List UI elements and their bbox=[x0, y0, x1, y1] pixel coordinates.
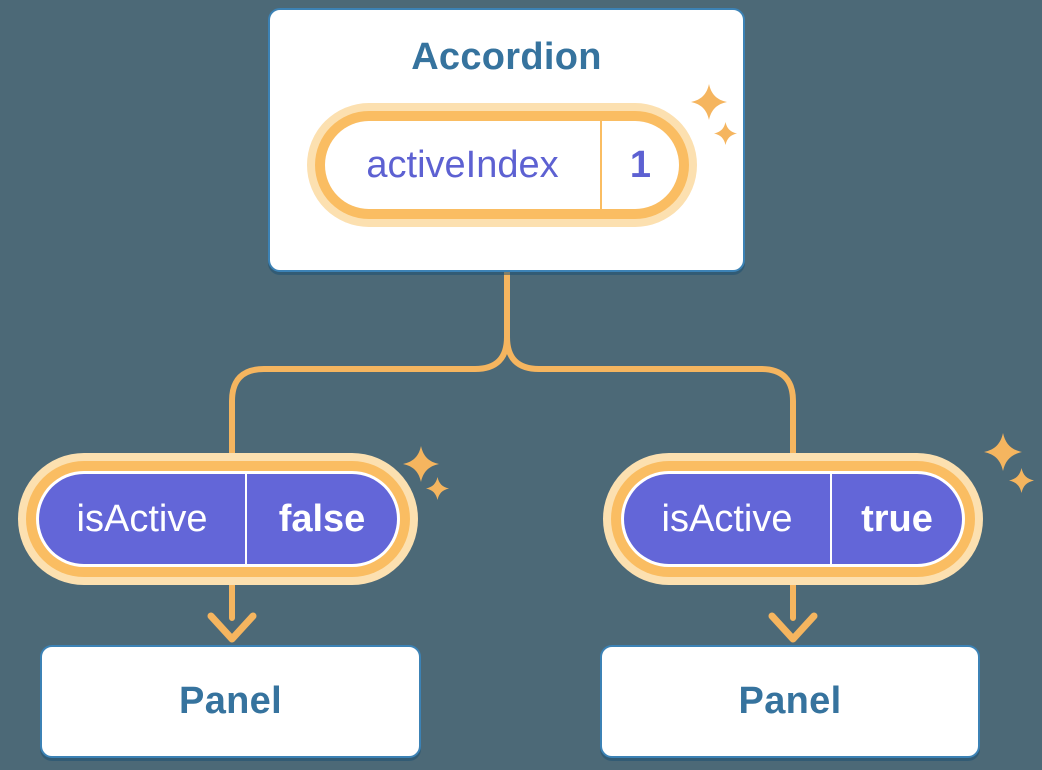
prop-pill-body: isActive false bbox=[39, 474, 397, 564]
arrow-down-right-icon bbox=[768, 612, 818, 643]
panel-title: Panel bbox=[738, 680, 842, 722]
prop-pill-label: isActive bbox=[76, 497, 208, 540]
panel-card-left: Panel bbox=[40, 645, 421, 758]
prop-pill-body: isActive true bbox=[624, 474, 962, 564]
panel-card-right: Panel bbox=[600, 645, 980, 758]
state-pill-activeindex: activeIndex 1 bbox=[307, 103, 697, 227]
sparkle-icon bbox=[403, 446, 439, 482]
pill-divider bbox=[245, 474, 247, 564]
panel-title: Panel bbox=[179, 680, 282, 722]
sparkle-icon bbox=[691, 84, 727, 120]
pill-divider bbox=[830, 474, 832, 564]
state-pill-core: activeIndex 1 bbox=[325, 121, 679, 209]
arrow-down-left-icon bbox=[207, 612, 257, 643]
connector-left-branch bbox=[229, 267, 510, 621]
prop-pill-gap: isActive false bbox=[36, 471, 400, 567]
prop-pill-ring: isActive false bbox=[26, 461, 410, 577]
state-pill-value: 1 bbox=[629, 143, 652, 186]
sparkle-icon bbox=[1009, 468, 1034, 493]
prop-pill-isactive-left: isActive false bbox=[18, 453, 418, 585]
prop-pill-gap: isActive true bbox=[621, 471, 965, 567]
prop-pill-value: true bbox=[861, 497, 933, 540]
sparkle-icon bbox=[426, 477, 449, 500]
prop-pill-ring: isActive true bbox=[611, 461, 975, 577]
connector-right-branch bbox=[504, 267, 796, 621]
prop-pill-label: isActive bbox=[661, 497, 793, 540]
pill-divider bbox=[600, 121, 602, 209]
prop-pill-isactive-right: isActive true bbox=[603, 453, 983, 585]
accordion-card-title: Accordion bbox=[411, 36, 602, 78]
state-pill-label: activeIndex bbox=[366, 143, 559, 186]
state-pill-ring: activeIndex 1 bbox=[315, 111, 689, 219]
sparkle-icon bbox=[984, 433, 1022, 471]
prop-pill-value: false bbox=[278, 497, 366, 540]
sparkle-icon bbox=[714, 122, 737, 145]
